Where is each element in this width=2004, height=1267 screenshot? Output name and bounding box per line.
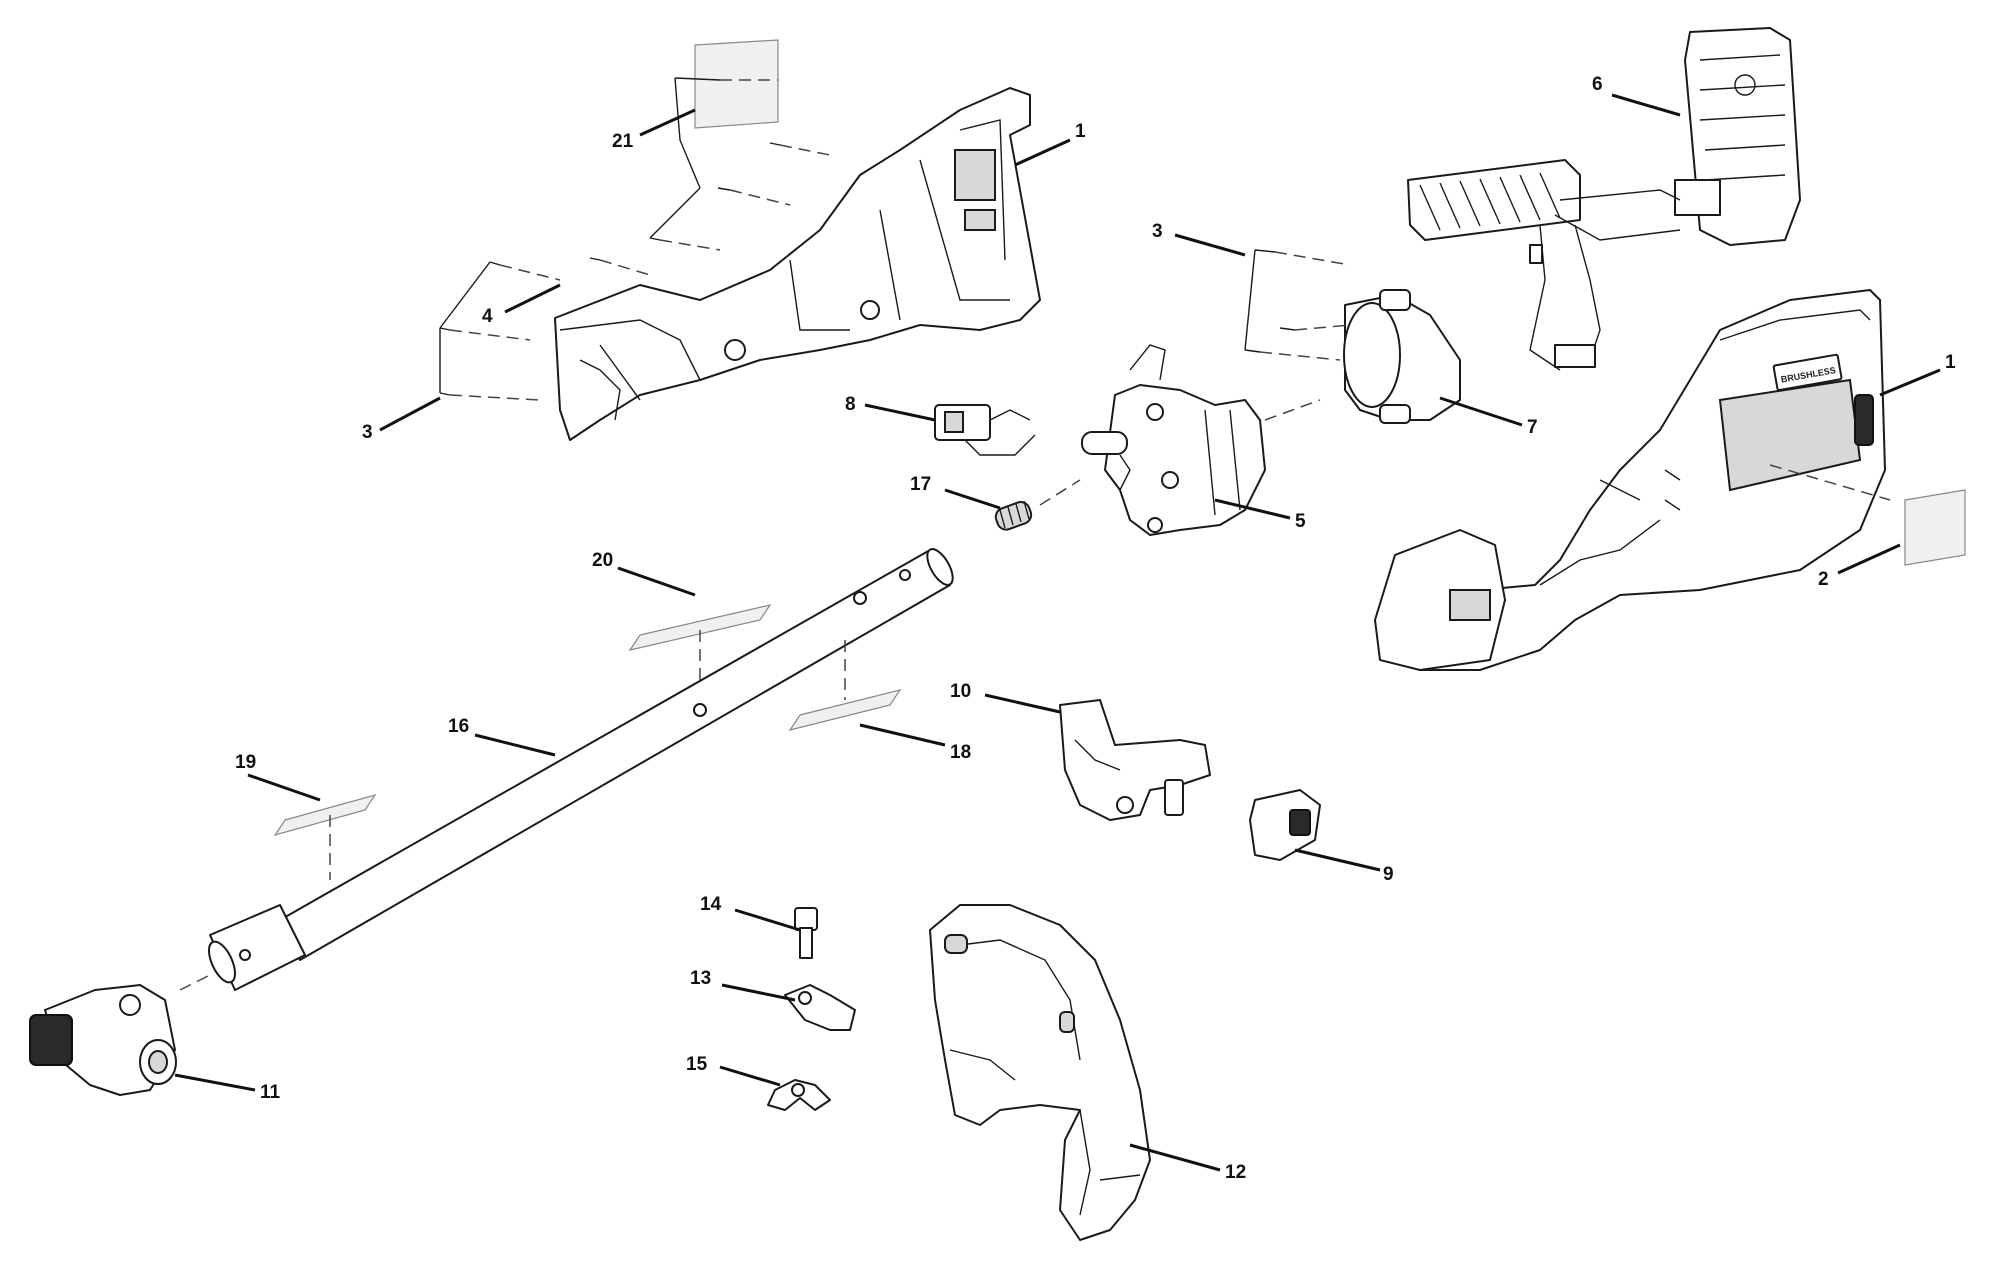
part-14-bolt	[794, 907, 818, 959]
part-10-handle-bracket	[1059, 699, 1211, 821]
callout-3-left: 3	[362, 422, 373, 443]
callout-1-right: 1	[1945, 352, 1956, 373]
part-1-left-housing-half	[554, 87, 1041, 441]
part-19-label	[273, 793, 377, 880]
callout-16: 16	[448, 716, 469, 737]
callout-21: 21	[612, 131, 634, 152]
callout-1-left: 1	[1075, 121, 1086, 142]
screws-group-right	[1244, 249, 1351, 361]
part-6-control-board	[1407, 27, 1801, 371]
callout-20: 20	[592, 550, 613, 571]
callout-14: 14	[700, 894, 722, 915]
part-20-label	[628, 604, 772, 680]
callout-8: 8	[845, 394, 856, 415]
part-5-motor-gearbox	[1081, 344, 1321, 536]
callout-numbers: 1 1 2 3 3 4 5 6 7 8 9 10 11 12 13 14 15 …	[235, 74, 1956, 1183]
part-16-shaft	[179, 548, 954, 991]
callout-19: 19	[235, 752, 256, 773]
callout-9: 9	[1383, 864, 1394, 885]
callout-13: 13	[690, 968, 711, 989]
part-11-coupler	[29, 984, 177, 1096]
callout-11: 11	[260, 1082, 281, 1103]
callout-4: 4	[482, 306, 493, 327]
callout-3-right: 3	[1152, 221, 1163, 242]
part-8-switch	[934, 404, 1036, 456]
part-13-nut-plate	[784, 984, 856, 1031]
part-1-right-housing-half: BRUSHLESS	[1374, 289, 1891, 671]
part-15-wing-nut	[767, 1079, 831, 1111]
part-12-d-handle	[929, 904, 1151, 1241]
part-2-label	[1904, 489, 1966, 566]
callout-7: 7	[1527, 417, 1538, 438]
callout-2: 2	[1818, 569, 1829, 590]
callout-12: 12	[1225, 1162, 1246, 1183]
callout-17: 17	[910, 474, 931, 495]
leader-lines	[174, 93, 1941, 1172]
part-21-label	[694, 39, 779, 129]
callout-6: 6	[1592, 74, 1603, 95]
screws-group-left	[439, 77, 831, 401]
part-17-spring	[994, 479, 1081, 531]
part-7-motor-mount	[1343, 289, 1461, 424]
callout-5: 5	[1295, 511, 1306, 532]
callout-15: 15	[686, 1054, 708, 1075]
callout-18: 18	[950, 742, 971, 763]
part-18-label	[788, 640, 902, 731]
part-9-knob	[1249, 789, 1321, 861]
callout-10: 10	[950, 681, 971, 702]
